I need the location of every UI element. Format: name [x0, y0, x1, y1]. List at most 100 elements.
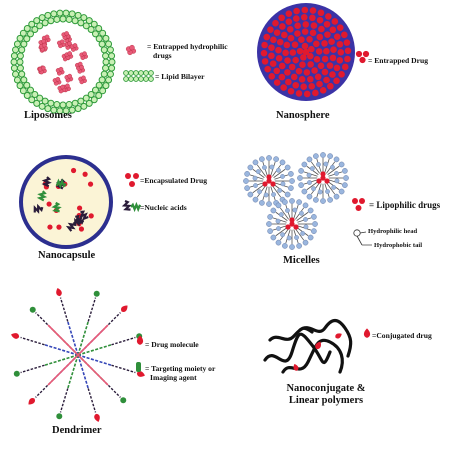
dendrimer-branch — [59, 388, 69, 413]
entrapped-drug — [261, 58, 269, 65]
targeting-moiety — [13, 370, 20, 377]
hydrophilic-head — [309, 166, 315, 171]
dendrimer-branch — [87, 388, 97, 413]
entrapped-drug — [355, 50, 363, 58]
hydrophilic-head — [252, 175, 258, 181]
lipid-head — [16, 34, 24, 42]
entrapped-drug — [289, 49, 297, 56]
hydrophilic-head — [298, 182, 304, 188]
lipophilic-drug — [262, 181, 268, 187]
hydrophobic-tail — [295, 228, 305, 241]
hydrophilic-head — [338, 188, 345, 195]
legend-hydrophilic-head: Hydrophilic head — [368, 228, 418, 235]
hydrophilic-head — [325, 189, 330, 194]
lipid-head — [108, 64, 116, 72]
lipid-head — [133, 76, 139, 82]
entrapped-drug — [294, 22, 301, 29]
encapsulated-drug — [56, 224, 62, 230]
encapsulated-drug — [78, 226, 85, 232]
entrapped-drug — [267, 26, 274, 33]
lipid-head — [33, 17, 41, 25]
lipid-head — [90, 20, 98, 28]
lipid-head — [28, 20, 36, 28]
drug-cluster-lobe — [59, 39, 65, 45]
hydrophilic-head — [278, 212, 284, 217]
dendrimer-branch — [44, 344, 79, 356]
entrapped-drug — [317, 9, 325, 17]
drug-cluster-lobe — [41, 38, 46, 44]
drug-cluster-lobe — [55, 76, 61, 82]
hydrophilic-head — [280, 181, 286, 187]
entrapped-drug — [321, 55, 329, 63]
entrapped-drug — [309, 14, 316, 22]
entrapped-drug — [341, 63, 349, 71]
entrapped-drug — [275, 46, 282, 54]
hydrophilic-head — [312, 221, 318, 227]
entrapped-drug — [338, 71, 345, 78]
hydrophilic-head — [280, 174, 285, 179]
nucleic-acid-strand — [41, 176, 52, 188]
hydrophilic-head — [317, 189, 323, 195]
entrapped-drug — [326, 62, 334, 69]
dendrimer-branch — [77, 321, 89, 356]
lipid-head — [31, 90, 39, 98]
hydrophilic-head — [252, 159, 259, 166]
lipid-head — [102, 64, 110, 72]
hydrophilic-head — [247, 164, 254, 171]
dendrimer-branch — [59, 297, 69, 322]
lipophilic-drug — [266, 178, 272, 184]
entrapped-drug — [313, 40, 320, 48]
entrapped-drug — [285, 18, 293, 26]
hydrophilic-head — [270, 234, 277, 241]
targeting-moiety — [56, 413, 63, 420]
entrapped-drug — [286, 26, 294, 33]
legend-drug-cluster-icon — [125, 44, 137, 56]
hydrophilic-head — [292, 207, 298, 213]
entrapped-drug — [321, 40, 328, 47]
encapsulated-drug — [88, 213, 94, 219]
lipid-head — [106, 70, 114, 78]
entrapped-drug — [336, 57, 344, 64]
lipid-head — [44, 105, 52, 113]
drug-molecule — [335, 333, 342, 339]
lipid-head — [36, 22, 44, 30]
legend-lipid-bilayer: = Lipid Bilayer — [155, 72, 205, 81]
hydrophilic-head — [267, 228, 273, 234]
lipid-head — [143, 76, 149, 82]
encapsulated-drug — [125, 173, 131, 179]
legend-conjugated-drug-icon — [363, 328, 371, 338]
hydrophilic-head — [333, 193, 340, 200]
hydrophilic-head — [296, 199, 302, 205]
dendrimer-illustration — [11, 288, 145, 422]
lipid-head — [18, 46, 26, 54]
hydrophilic-head — [343, 175, 349, 181]
lipid-head — [102, 52, 110, 60]
entrapped-drug — [273, 79, 281, 86]
nucleic-acid-strand — [33, 203, 44, 214]
entrapped-drug — [329, 54, 337, 62]
entrapped-drug — [328, 38, 335, 46]
lipophilic-drug — [266, 174, 272, 180]
lipid-head — [23, 81, 31, 89]
drug-molecule — [94, 413, 100, 422]
hydrophilic-head — [279, 159, 286, 166]
entrapped-drug — [307, 75, 314, 83]
lipid-head — [19, 87, 27, 95]
hydrophilic-head — [266, 155, 272, 161]
lipid-head — [148, 70, 154, 76]
entrapped-drug — [302, 48, 310, 56]
lipid-head — [100, 46, 108, 54]
hydrophilic-head — [289, 244, 295, 250]
entrapped-drug — [273, 67, 281, 75]
hydrophilic-head — [282, 243, 288, 249]
hydrophilic-head — [311, 228, 317, 234]
entrapped-drug — [301, 6, 309, 14]
hydrophilic-head — [252, 196, 259, 203]
entrapped-drug — [308, 45, 315, 53]
entrapped-drug — [300, 13, 308, 21]
lipid-head — [91, 86, 99, 94]
lipid-head — [38, 102, 46, 110]
hydrophilic-head — [338, 161, 345, 168]
entrapped-drug — [333, 77, 340, 85]
